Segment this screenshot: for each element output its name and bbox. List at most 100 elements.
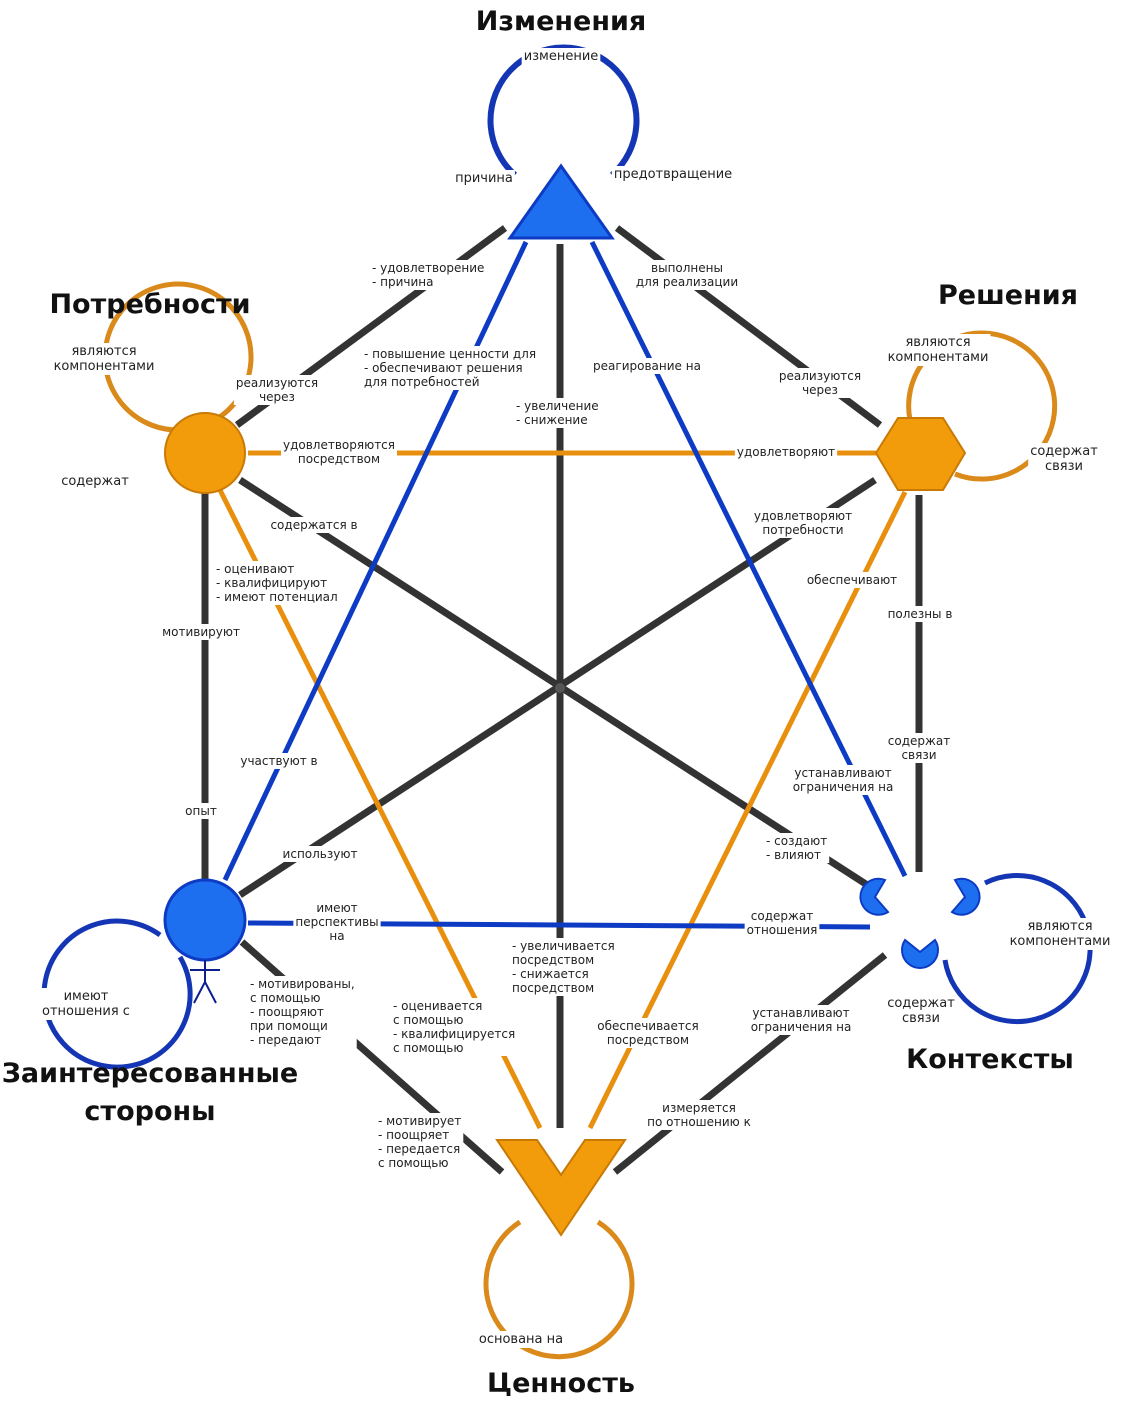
edge-label-contexts-needs-line: - влияют [766,848,821,862]
edge-label-stakeholders-solutions-line: используют [283,847,358,861]
loop-label-needs-bottom-line: содержат [61,474,129,489]
edge-label-solutions-stakeholders-line: потребности [762,523,843,537]
loop-label-changes-left-line: причина [455,171,513,186]
loop-label-needs-top-backdrop [51,343,157,375]
edge-label-changes-needs-line: - причина [372,275,434,289]
edge-label-solutions-contexts-2-line: связи [901,748,936,762]
edge-label-needs-stakeholders-2: опыт [185,804,217,818]
loop-label-solutions-top-backdrop [885,334,991,366]
edge-label-stakeholders-value-line: - поощряют [250,1005,324,1019]
loop-label-value-line: основана на [479,1332,563,1347]
loop-label-changes-left-backdrop [453,170,515,187]
edge-label-solutions-contexts-1-backdrop [885,606,955,622]
edge-label-value-changes: - увеличение- снижение [516,399,599,427]
edge-label-value-changes-2-backdrop [510,938,617,996]
edge-label-value-changes-backdrop [514,398,601,428]
loop-changes [487,44,640,178]
nodes [163,163,981,1237]
edge-label-changes-needs-line: - удовлетворение [372,261,484,275]
loop-label-value: основана на [479,1332,563,1347]
edge-label-contexts-stakeholders-line: содержат [751,909,813,923]
edge-label-value-contexts-line: измеряется [662,1101,736,1115]
loop-label-contexts-right-backdrop [1007,918,1113,950]
edge-label-solutions-stakeholders-backdrop [751,508,855,538]
edge-label-stakeholders-contexts-line: перспективы [295,915,378,929]
edge-label-stakeholders-contexts-backdrop [293,900,381,944]
loop-label-stakeholders-line: имеют [64,989,109,1004]
edge-label-value-solutions-line: обеспечивается [597,1019,698,1033]
edge-label-solutions-value-backdrop [804,572,900,588]
edge-label-solutions-changes-line: реализуются [779,369,861,383]
edge-label-needs-solutions-backdrop [280,437,398,467]
edge-label-contexts-needs-line: - создают [766,834,827,848]
edge-label-stakeholders-changes-2-line: участвуют в [240,754,317,768]
title-solutions: Решения [938,280,1078,311]
edge-label-value-changes-line: - снижение [516,413,588,427]
chevron-icon [495,1139,627,1237]
loop-contexts [942,873,1093,1025]
edge-label-solutions-contexts-1: полезны в [888,607,953,621]
edge-label-changes-contexts-backdrop [790,765,896,795]
edge-label-value-contexts-backdrop [645,1100,753,1130]
edge-label-contexts-value-line: устанавливают [752,1006,849,1020]
loop-label-changes-left: причина [455,171,513,186]
edge-label-needs-solutions-line: удовлетворяются [283,438,395,452]
edge-label-solutions-stakeholders-line: удовлетворяют [754,509,852,523]
edge-label-value-needs-line: - квалифицируется [393,1027,515,1041]
loop-stakeholders [41,918,193,1070]
loop-label-contexts-bottom-line: связи [902,1011,940,1026]
edge-label-contexts-changes: реагирование на [593,359,701,373]
edge-label-stakeholders-contexts-line: имеют [316,901,357,915]
edge-label-needs-value-line: - квалифицируют [216,576,327,590]
loop-label-solutions-right-line: содержат [1030,444,1098,459]
edge-label-solutions-needs-line: удовлетворяют [737,445,835,459]
edge-label-changes-solutions-backdrop [633,260,741,290]
loop-label-stakeholders-line: отношения с [42,1004,130,1019]
edge-label-stakeholders-value-line: с помощью [250,991,320,1005]
edge-label-changes-needs: - удовлетворение- причина [372,261,484,289]
edge-label-contexts-stakeholders-backdrop [744,908,820,938]
edge-label-value-solutions-line: посредством [607,1033,689,1047]
loop-label-solutions-top-line: компонентами [888,350,989,365]
edge-label-contexts-changes-backdrop [591,358,703,374]
edge-label-changes-solutions-line: выполнены [651,261,723,275]
edge-label-value-needs-line: - оценивается [393,999,482,1013]
edge-label-solutions-contexts-1-line: полезны в [888,607,953,621]
edge-label-value-needs-backdrop [391,998,518,1056]
title-stakeholders-line2: стороны [84,1096,215,1127]
loop-label-needs-bottom-backdrop [59,473,132,490]
edge-label-value-needs-line: с помощью [393,1013,463,1027]
loop-label-contexts-right-line: являются [1027,919,1092,934]
edge-label-contexts-changes-line: реагирование на [593,359,701,373]
loop-label-solutions-top-line: являются [905,335,970,350]
title-value: Ценность [487,1368,635,1399]
titles: Изменения Потребности Решения Заинтересо… [2,6,1078,1399]
edge-label-stakeholders-changes-line: для потребностей [364,375,480,389]
edge-contexts-value [612,952,888,1175]
edge-label-stakeholders-value-line: при помощи [250,1019,328,1033]
loop-label-changes-right: предотвращение [614,167,732,182]
loop-label-changes-top-line: изменение [524,49,599,64]
edge-label-value-changes-2-line: посредством [512,981,594,995]
center-hub [555,683,565,693]
edge-label-needs-contexts-backdrop [268,517,360,533]
edge-label-changes-solutions-line: для реализации [636,275,738,289]
edge-label-stakeholders-changes-2: участвуют в [240,754,317,768]
loop-label-solutions-right-backdrop [1028,443,1101,475]
edge-label-needs-changes-line: реализуются [236,376,318,390]
context-icon [859,877,981,969]
